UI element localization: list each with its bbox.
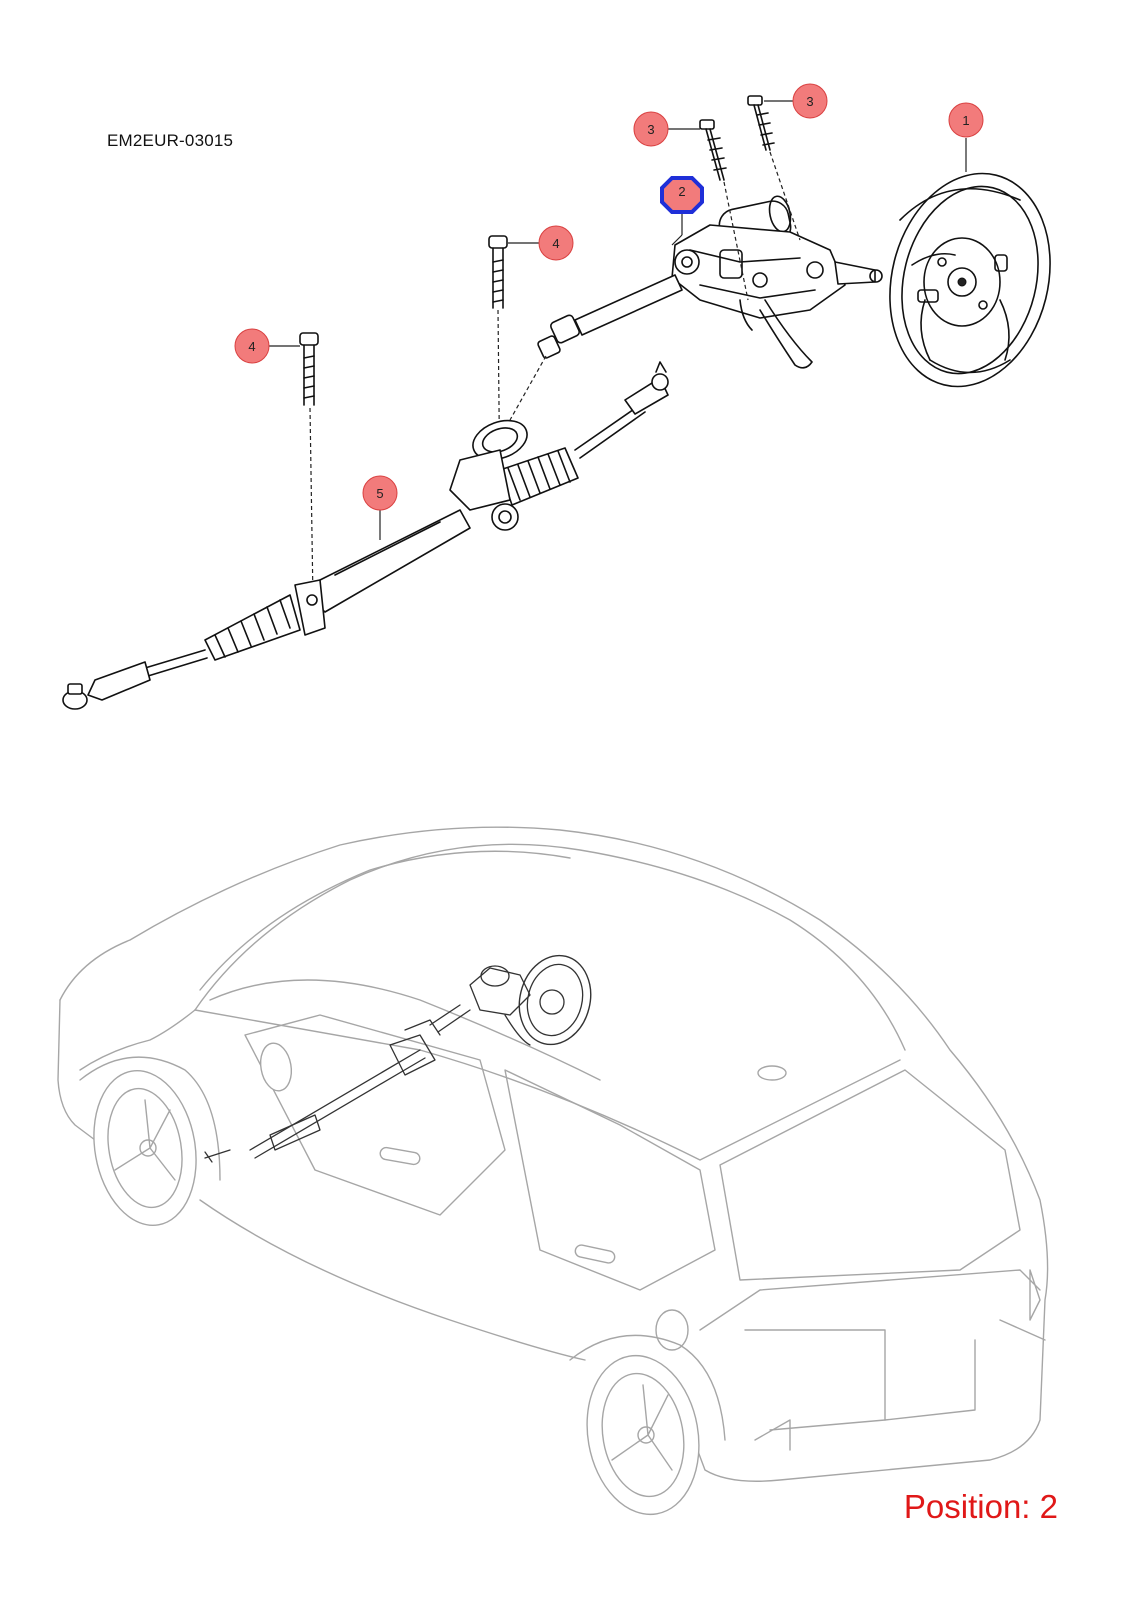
- callout-2[interactable]: 2: [660, 176, 704, 246]
- steering-column[interactable]: [537, 194, 883, 369]
- bolt-axis-line-3: [497, 309, 501, 501]
- callout-5-label: 5: [376, 486, 383, 501]
- callout-2-label: 2: [678, 184, 685, 199]
- callout-3a[interactable]: 3: [633, 111, 700, 147]
- steering-wheel[interactable]: [868, 156, 1072, 403]
- column-bolt-left[interactable]: [699, 119, 727, 181]
- callout-3a-label: 3: [647, 122, 654, 137]
- callout-4a-label: 4: [552, 236, 559, 251]
- callout-1-label: 1: [962, 113, 969, 128]
- rack-bolt-lower[interactable]: [299, 332, 319, 406]
- callout-4b[interactable]: 4: [234, 328, 300, 364]
- steering-rack[interactable]: [62, 361, 669, 710]
- bolt-axis-line-4: [309, 407, 314, 601]
- vehicle-location-illustration: [57, 826, 1049, 1516]
- rack-bolt-upper[interactable]: [488, 235, 508, 309]
- reference-code: EM2EUR-03015: [107, 131, 234, 150]
- position-label: Position: 2: [903, 1488, 1058, 1525]
- vehicle-steering-system-miniature: [204, 954, 592, 1163]
- callout-1[interactable]: 1: [948, 102, 984, 172]
- callout-4a[interactable]: 4: [508, 225, 574, 261]
- callout-3b[interactable]: 3: [764, 83, 828, 119]
- callout-4b-label: 4: [248, 339, 255, 354]
- column-bolt-right[interactable]: [747, 95, 775, 151]
- bolt-axis-line-2: [769, 151, 801, 241]
- shaft-axis-line: [509, 355, 547, 421]
- callout-3b-label: 3: [806, 94, 813, 109]
- bolt-axis-line: [723, 181, 749, 301]
- callout-5[interactable]: 5: [362, 475, 398, 540]
